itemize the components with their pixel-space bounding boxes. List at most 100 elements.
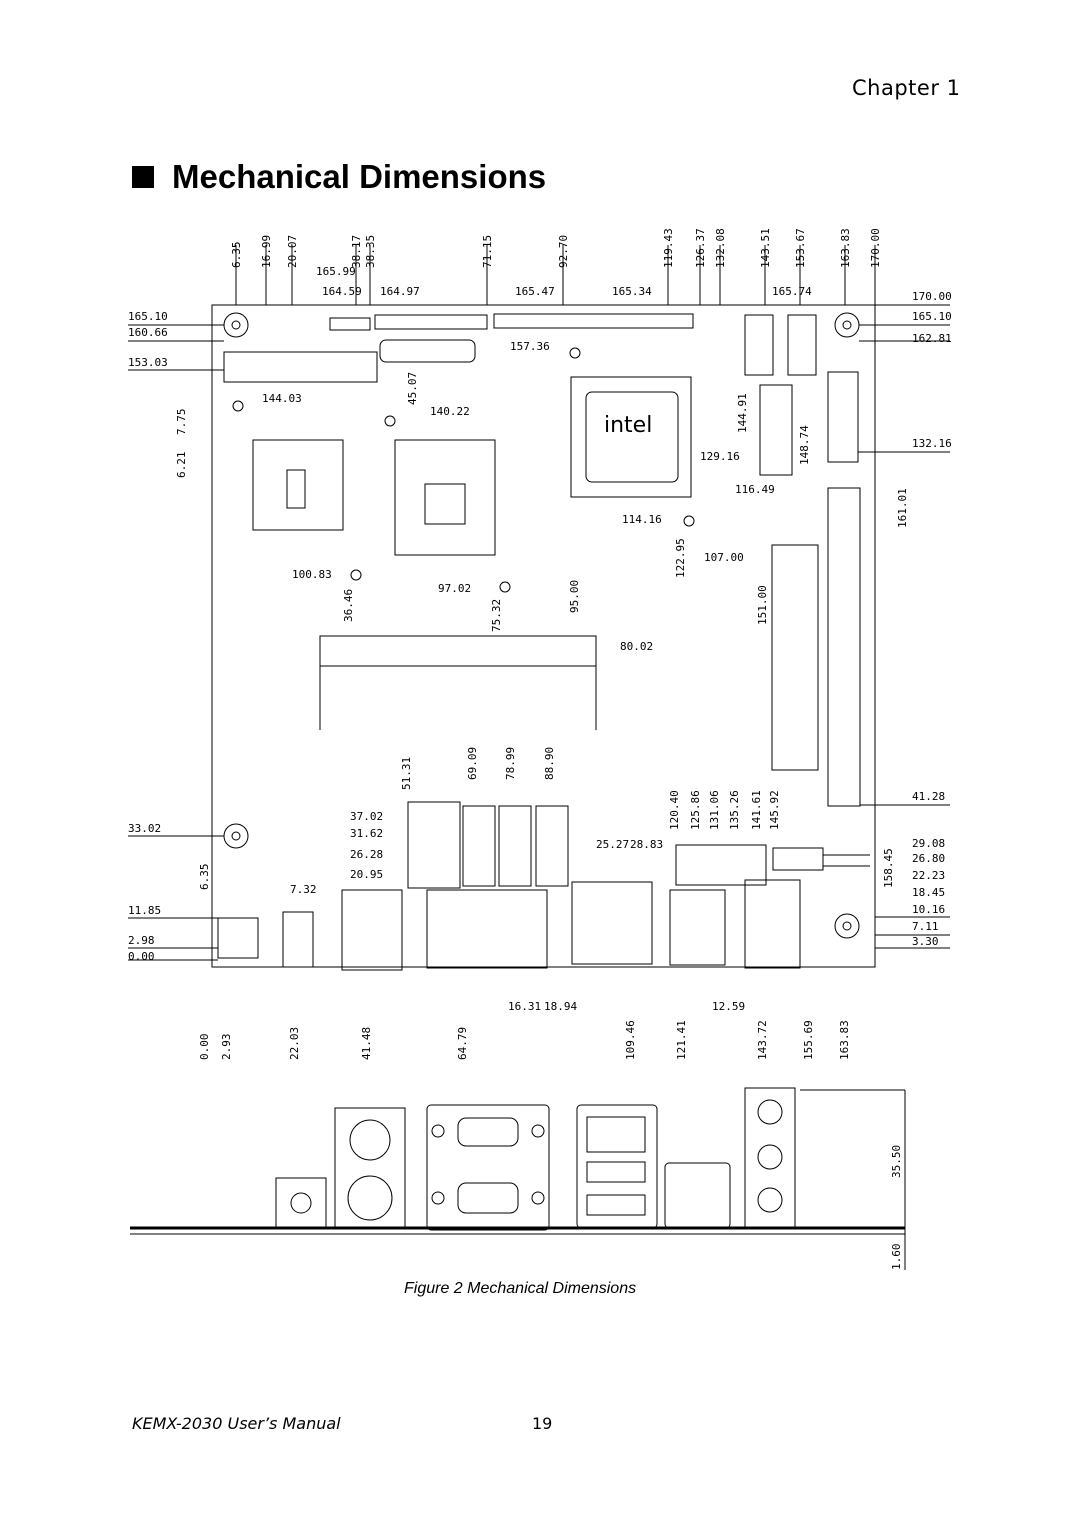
usb-header-3 [535,805,569,887]
dimension-label: 18.94 [544,1000,577,1013]
dimension-label: 33.02 [128,822,161,835]
dimension-label: 18.45 [912,886,945,899]
dimension-label: 41.48 [360,1027,373,1060]
dimension-label: 92.70 [557,235,570,268]
dimension-label: 0.00 [128,950,155,963]
vga-com-ports [426,889,548,969]
dimension-label: 35.50 [890,1145,903,1178]
dimension-label: 37.02 [350,810,383,823]
ide-header [223,351,378,383]
vertical-slot [771,544,819,771]
dimension-label: 131.06 [708,790,721,830]
dimension-label: 143.72 [756,1020,769,1060]
dimension-label: 165.10 [912,310,952,323]
dimension-label: 11.85 [128,904,161,917]
dimension-label: 31.62 [350,827,383,840]
dimension-label: 26.28 [350,848,383,861]
dimension-label: 132.08 [714,228,727,268]
dimension-label: 148.74 [798,425,811,465]
dimension-label: 36.46 [342,589,355,622]
dimension-label: 6.21 [175,452,188,479]
cpu-die [286,469,306,509]
dimension-label: 163.83 [838,1020,851,1060]
dimension-label: 129.16 [700,450,740,463]
usb-header-1 [462,805,496,887]
dimension-label: 1.60 [890,1244,903,1271]
dimension-label: 80.02 [620,640,653,653]
dimension-label: 116.49 [735,483,775,496]
dimension-label: 20.07 [286,235,299,268]
dimension-label: 107.00 [704,551,744,564]
io-audio [744,1087,796,1229]
section-heading: Mechanical Dimensions [132,158,546,196]
dimension-label: 16.99 [260,235,273,268]
dimension-label: 22.23 [912,869,945,882]
dimension-label: 2.98 [128,934,155,947]
dimension-label: 2.93 [220,1034,233,1061]
usb-stack [669,889,726,966]
dimension-label: 145.92 [768,790,781,830]
dimension-label: 29.08 [912,837,945,850]
dimension-label: 12.59 [712,1000,745,1013]
lan-port [571,881,653,965]
fdd-header [493,313,694,329]
dimension-label: 161.01 [896,488,909,528]
io-com-vga [426,1104,550,1231]
ps2-ports [341,889,403,971]
dimension-label: 75.32 [490,599,503,632]
northbridge-outline [570,376,692,498]
dimension-label: 153.03 [128,356,168,369]
dimension-label: 41.28 [912,790,945,803]
power-button [282,911,314,968]
dimension-label: 22.03 [288,1027,301,1060]
dimension-label: 78.99 [504,747,517,780]
dimension-label: 125.86 [689,790,702,830]
dimension-label: 88.90 [543,747,556,780]
dimension-label: 51.31 [400,757,413,790]
dimension-label: 26.80 [912,852,945,865]
dimension-label: 10.16 [912,903,945,916]
dimension-label: 165.34 [612,285,652,298]
dimension-label: 158.45 [882,848,895,888]
dimension-label: 119.43 [662,228,675,268]
dimension-label: 170.00 [869,228,882,268]
sodimm-slot [319,635,597,667]
dimension-label: 163.83 [839,228,852,268]
dimension-label: 170.00 [912,290,952,303]
dimension-label: 165.74 [772,285,812,298]
footer-page-number: 19 [532,1414,553,1433]
board-outline [211,304,876,968]
figure-caption: Figure 2 Mechanical Dimensions [404,1280,637,1297]
dimension-label: 45.07 [406,372,419,405]
dimension-label: 20.95 [350,868,383,881]
sata-1 [744,314,774,376]
dimension-label: 7.75 [175,409,188,436]
dimension-label: 114.16 [622,513,662,526]
dimension-label: 7.11 [912,920,939,933]
audio-jacks [744,879,801,969]
dimension-label: 16.31 [508,1000,541,1013]
dimension-label: 122.95 [674,538,687,578]
dimension-label: 132.16 [912,437,952,450]
dimension-label: 165.47 [515,285,555,298]
dimension-label: 6.35 [198,864,211,891]
dimension-label: 153.67 [794,228,807,268]
dimension-label: 71.15 [481,235,494,268]
dimension-label: 141.61 [750,790,763,830]
dc-jack [217,917,259,959]
dimension-label: 140.22 [430,405,470,418]
dimension-label: 28.83 [630,838,663,851]
dimension-label: 144.91 [736,393,749,433]
fan-connector [772,847,824,871]
dimension-label: 157.36 [510,340,550,353]
dimension-label: 162.81 [912,332,952,345]
dimension-label: 7.32 [290,883,317,896]
dimension-label: 126.37 [694,228,707,268]
io-dc-jack [275,1177,327,1229]
footer-manual-title: KEMX-2030 User’s Manual [132,1414,341,1433]
chapter-label: Chapter 1 [852,76,961,100]
front-panel-header [675,844,767,886]
dimension-label: 160.66 [128,326,168,339]
section-title: Mechanical Dimensions [172,158,547,195]
